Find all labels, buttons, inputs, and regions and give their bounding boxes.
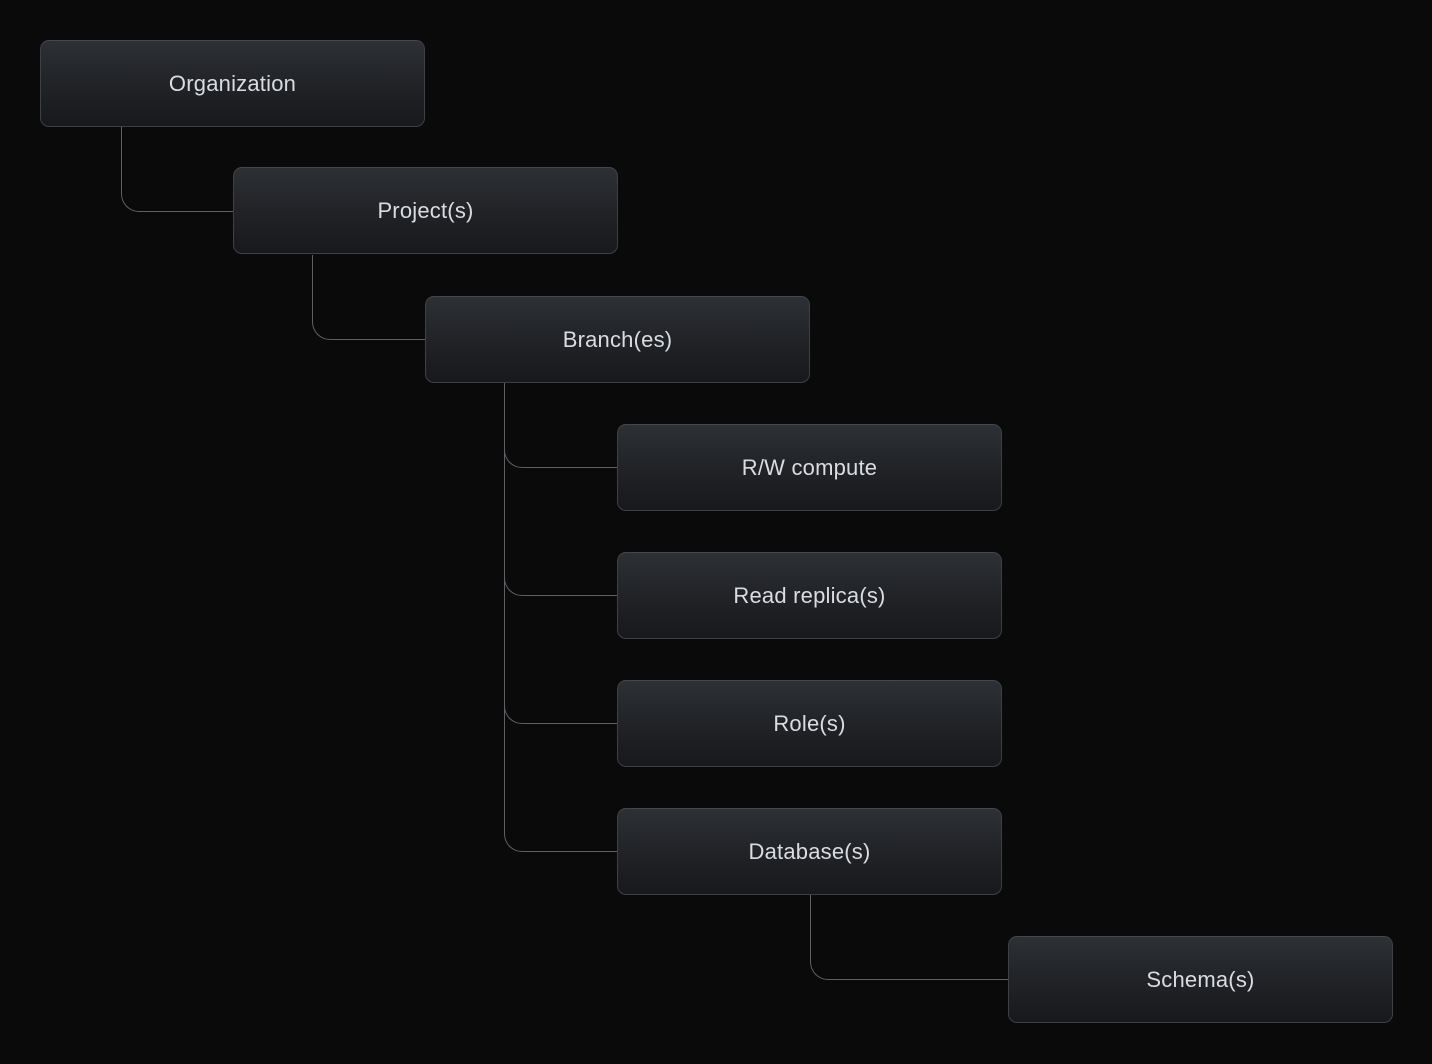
node-databases-label: Database(s) <box>748 838 871 864</box>
node-schemas: Schema(s) <box>1008 936 1393 1023</box>
node-read-replicas: Read replica(s) <box>617 552 1002 639</box>
node-roles-label: Role(s) <box>773 710 846 736</box>
connector-projects-branches <box>312 255 425 340</box>
connector-databases-schemas <box>810 895 1008 980</box>
node-rw-compute-label: R/W compute <box>741 454 878 480</box>
connector-organization-projects <box>121 127 233 212</box>
node-schemas-label: Schema(s) <box>1146 966 1255 992</box>
node-rw-compute: R/W compute <box>617 424 1002 511</box>
node-projects-label: Project(s) <box>377 197 474 223</box>
node-databases: Database(s) <box>617 808 1002 895</box>
node-organization: Organization <box>40 40 425 127</box>
node-branches-label: Branch(es) <box>562 326 673 352</box>
node-roles: Role(s) <box>617 680 1002 767</box>
connector-branches-databases <box>504 383 617 852</box>
node-organization-label: Organization <box>168 70 297 96</box>
node-branches: Branch(es) <box>425 296 810 383</box>
node-projects: Project(s) <box>233 167 618 254</box>
node-read-replicas-label: Read replica(s) <box>733 582 886 608</box>
